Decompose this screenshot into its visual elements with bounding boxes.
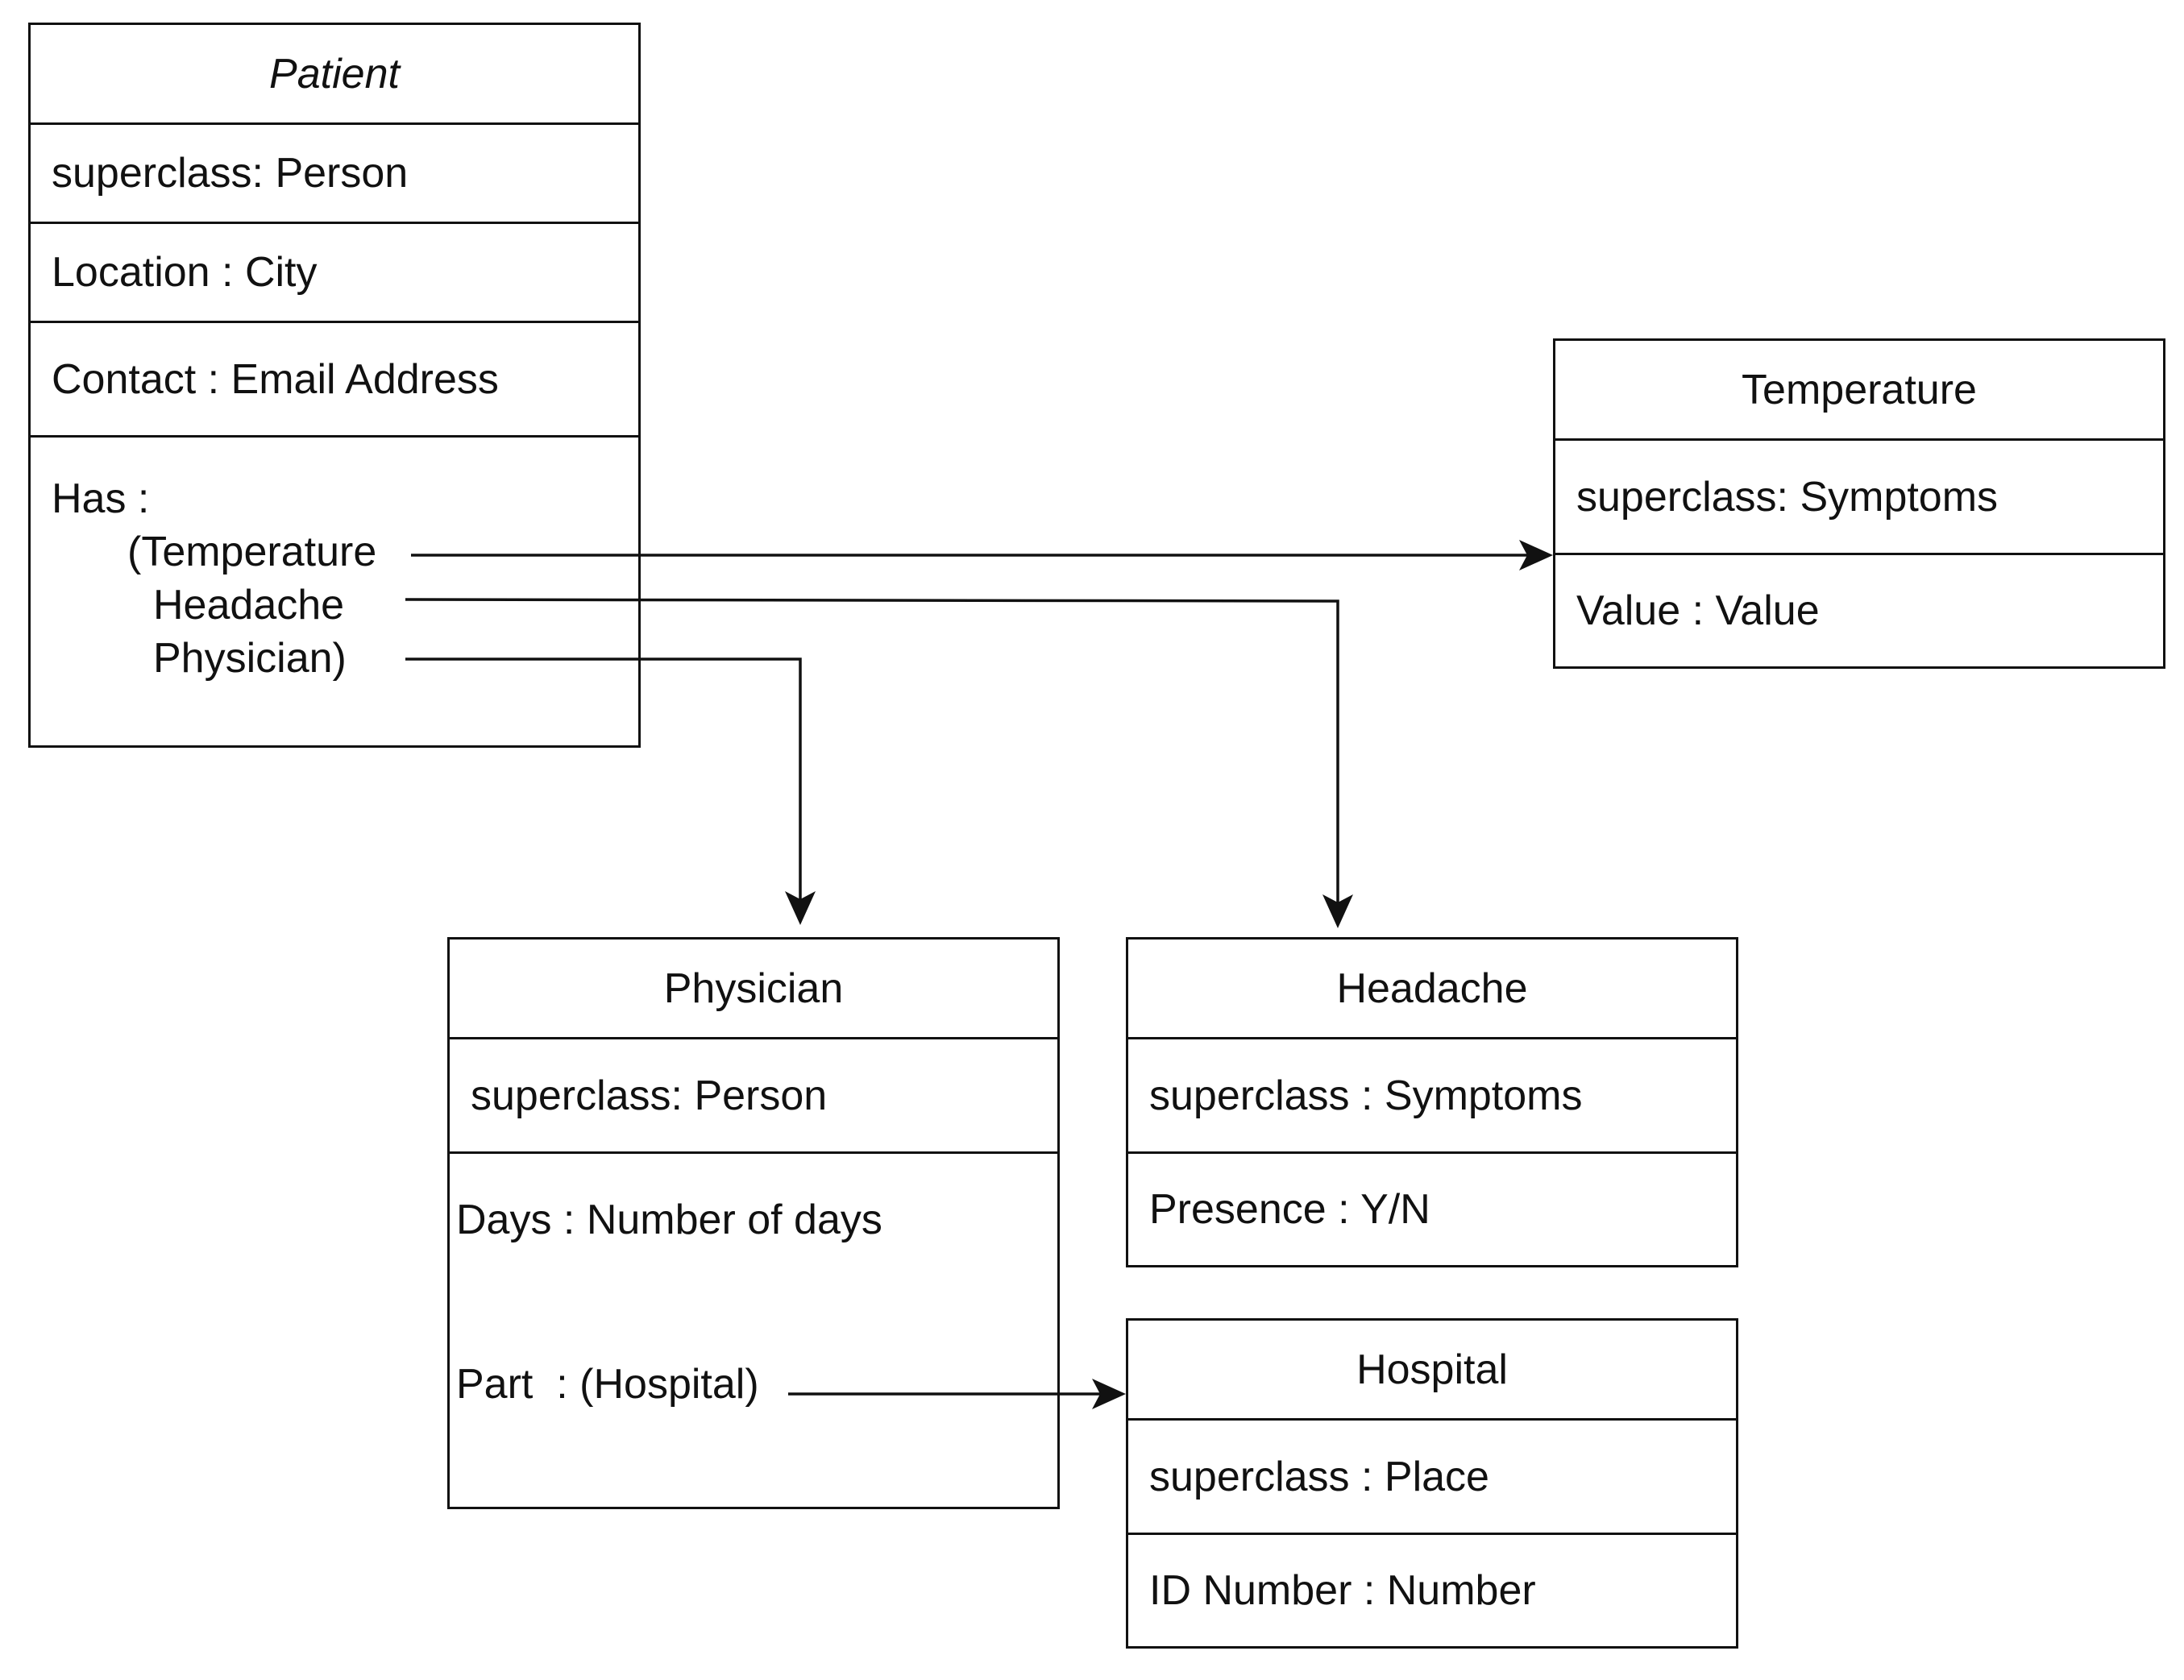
temperature-superclass: superclass: Symptoms	[1576, 473, 1999, 521]
physician-days: Days : Number of days	[456, 1197, 882, 1243]
class-attribute: Presence : Y/N	[1128, 1154, 1736, 1264]
temperature-value: Value : Value	[1576, 587, 1820, 634]
class-attribute: superclass: Person	[31, 125, 638, 224]
class-attribute: superclass: Person	[450, 1039, 1057, 1154]
relation-patient-physician[interactable]	[405, 657, 816, 925]
class-title: Patient	[31, 25, 638, 125]
patient-superclass: superclass: Person	[52, 150, 409, 197]
physician-superclass: superclass: Person	[471, 1072, 828, 1119]
class-title: Temperature	[1555, 341, 2163, 441]
headache-class[interactable]: Headache superclass : Symptoms Presence …	[1126, 937, 1738, 1267]
relation-patient-headache[interactable]	[405, 598, 1353, 928]
class-title: Headache	[1128, 940, 1736, 1039]
patient-has-label: Has :	[52, 475, 150, 522]
class-title: Hospital	[1128, 1321, 1736, 1421]
patient-contact: Contact : Email Address	[52, 355, 499, 403]
patient-location: Location : City	[52, 249, 318, 296]
patient-has-physician: Physician)	[153, 635, 347, 682]
class-attribute: ID Number : Number	[1128, 1535, 1736, 1645]
headache-superclass: superclass : Symptoms	[1149, 1072, 1583, 1119]
class-attribute: superclass : Symptoms	[1128, 1039, 1736, 1154]
headache-title: Headache	[1336, 964, 1528, 1012]
physician-part: Part : (Hospital)	[456, 1361, 759, 1408]
patient-has-headache: Headache	[153, 582, 345, 628]
class-attribute: Contact : Email Address	[31, 323, 638, 438]
hospital-class[interactable]: Hospital superclass : Place ID Number : …	[1126, 1318, 1738, 1649]
class-attribute: Location : City	[31, 224, 638, 323]
physician-class[interactable]: Physician superclass: Person Days : Numb…	[447, 937, 1060, 1509]
relation-patient-temperature[interactable]	[411, 540, 1553, 570]
class-attribute: superclass: Symptoms	[1555, 441, 2163, 555]
patient-has-temperature: (Temperature	[127, 529, 377, 575]
headache-presence: Presence : Y/N	[1149, 1185, 1430, 1233]
hospital-title: Hospital	[1356, 1346, 1508, 1393]
class-attribute: Days : Number of days Part : (Hospital)	[450, 1154, 1057, 1506]
class-attribute: Value : Value	[1555, 555, 2163, 666]
temperature-class[interactable]: Temperature superclass: Symptoms Value :…	[1553, 338, 2165, 669]
relation-physician-hospital[interactable]	[788, 1379, 1126, 1409]
class-title: Physician	[450, 940, 1057, 1039]
patient-class[interactable]: Patient superclass: Person Location : Ci…	[28, 23, 641, 748]
temperature-title: Temperature	[1742, 366, 1977, 413]
hospital-superclass: superclass : Place	[1149, 1453, 1489, 1500]
hospital-id-number: ID Number : Number	[1149, 1566, 1536, 1614]
class-attribute: Has : (Temperature Headache Physician)	[31, 438, 638, 748]
class-attribute: superclass : Place	[1128, 1421, 1736, 1535]
physician-title: Physician	[663, 964, 844, 1012]
patient-title: Patient	[269, 50, 400, 97]
